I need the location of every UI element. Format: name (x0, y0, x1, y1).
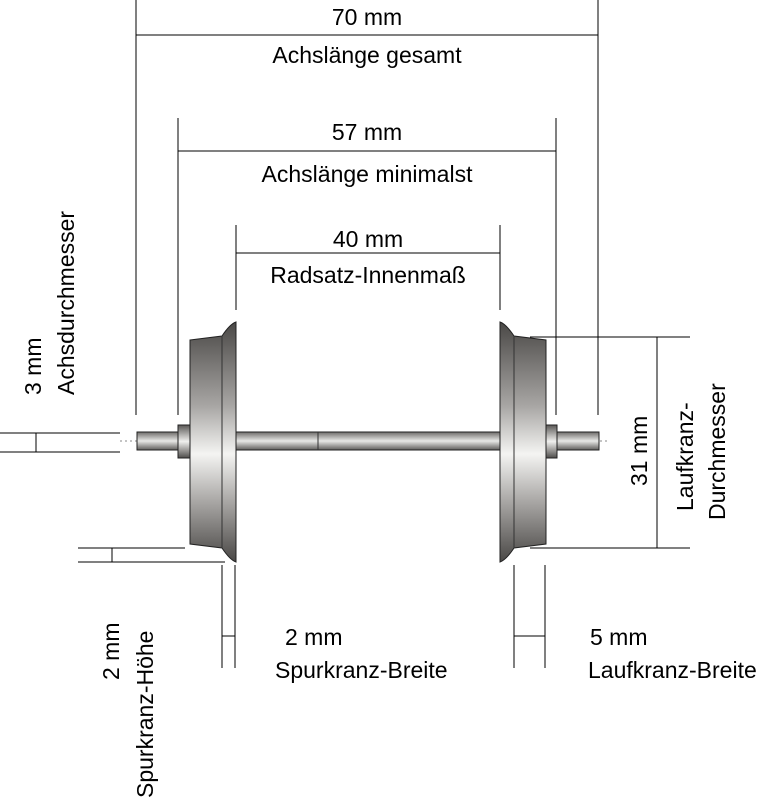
dim-flange-width (221, 565, 236, 668)
dim-flange-height (78, 547, 225, 563)
inner-label: Radsatz-Innenmaß (270, 262, 466, 288)
dim-tread-diameter (530, 336, 690, 549)
dim-min-length (177, 118, 557, 415)
tread-diameter-label-1: Laufkranz- (672, 402, 698, 511)
tread-diameter-value: 31 mm (626, 415, 652, 486)
axle-diameter-label: Achsdurchmesser (53, 210, 79, 395)
axle (136, 431, 600, 451)
dim-axle-diameter (0, 432, 120, 453)
dim-inner (235, 225, 501, 310)
flange-width-label: Spurkranz-Breite (275, 657, 448, 683)
left-wheel (189, 321, 237, 563)
axle-diameter-value: 3 mm (20, 337, 46, 396)
dim-total-length (135, 0, 599, 415)
tread-width-value: 5 mm (590, 624, 648, 650)
min-length-label: Achslänge minimalst (261, 161, 473, 187)
min-length-value: 57 mm (331, 119, 403, 145)
flange-height-value: 2 mm (98, 622, 124, 681)
inner-value: 40 mm (332, 226, 404, 252)
dim-tread-width (513, 565, 546, 668)
right-wheel (499, 321, 547, 563)
total-length-value: 70 mm (331, 4, 403, 30)
flange-height-label: Spurkranz-Höhe (132, 630, 158, 798)
tread-diameter-label-2: Durchmesser (704, 383, 730, 520)
tread-width-label: Laufkranz-Breite (588, 657, 757, 683)
total-length-label: Achslänge gesamt (272, 42, 462, 68)
flange-width-value: 2 mm (285, 624, 343, 650)
